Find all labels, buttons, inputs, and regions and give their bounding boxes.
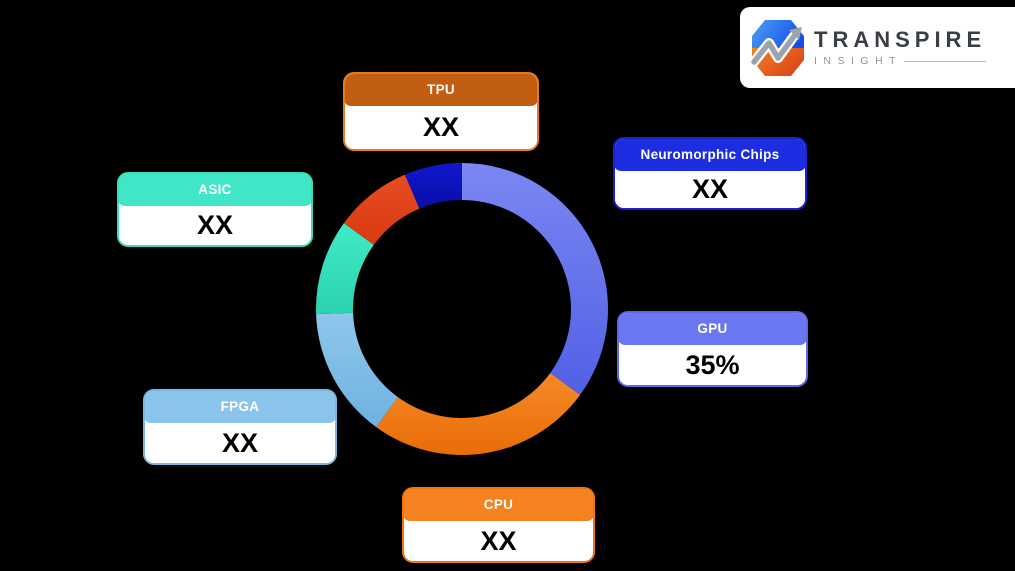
callout-cpu-label: CPU [483,497,514,512]
callout-neuromorphic-chips: Neuromorphic Chips XX [613,137,807,210]
callout-asic-value: XX [119,206,311,245]
callout-cpu: CPU XX [402,487,595,563]
brand-subtitle: INSIGHT [814,55,903,68]
callout-fpga-value: XX [145,423,335,463]
donut-segment-tpu [343,174,420,245]
callout-tpu-header: TPU [345,74,537,106]
callout-neuromorphic-chips-value: XX [615,171,805,208]
donut-segment-fpga [316,312,398,428]
callout-tpu-label: TPU [427,82,455,97]
callout-tpu: TPU XX [343,72,539,151]
transpire-logo-icon [749,19,804,76]
callout-asic-label: ASIC [198,182,232,197]
callout-neuromorphic-chips-header: Neuromorphic Chips [615,139,805,171]
brand-subtitle-row: INSIGHT [814,55,987,68]
brand-title: TRANSPIRE [814,26,987,52]
donut-segment-cpu [376,373,581,456]
callout-tpu-value: XX [345,106,537,149]
donut-segment-neuromorphic_chips [404,163,462,209]
donut-segment-gpu [462,163,609,395]
callout-gpu-header: GPU [619,313,806,345]
donut-segment-asic [316,223,374,315]
callout-gpu: GPU 35% [617,311,808,387]
brand-logo-card: TRANSPIRE INSIGHT [740,7,1015,88]
callout-asic: ASIC XX [117,172,313,247]
callout-neuromorphic-chips-label: Neuromorphic Chips [640,147,780,162]
callout-cpu-header: CPU [404,489,593,521]
callout-fpga-header: FPGA [145,391,335,423]
callout-cpu-value: XX [404,521,593,561]
callout-gpu-label: GPU [697,321,728,336]
callout-asic-header: ASIC [119,174,311,206]
brand-text-block: TRANSPIRE INSIGHT [814,26,987,68]
callout-gpu-value: 35% [619,345,806,385]
brand-subtitle-rule [904,60,987,62]
callout-fpga: FPGA XX [143,389,337,465]
callout-fpga-label: FPGA [220,399,260,414]
